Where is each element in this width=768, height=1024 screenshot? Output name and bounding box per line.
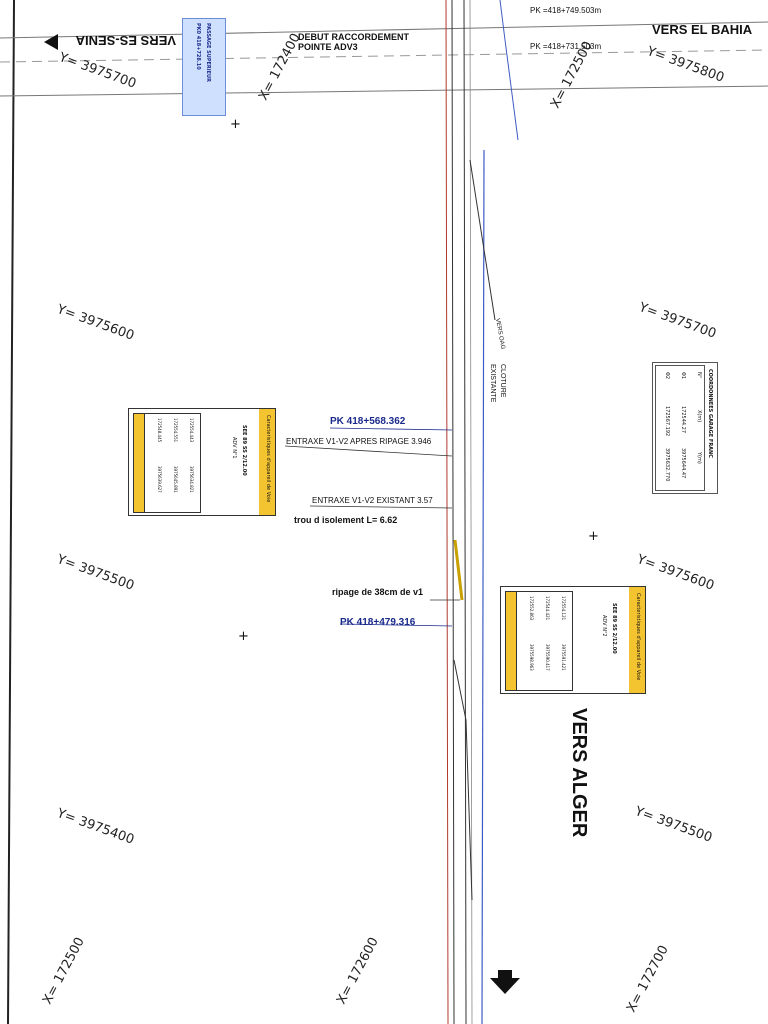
grid-cross: + [238,629,249,644]
road-line-2 [0,49,768,63]
direction-label-el-bahia: VERS EL BAHIA [652,22,753,37]
callout-entraxe-existant [309,505,453,509]
diverging-track [499,0,519,141]
cartouche-cell: 172544.421 [545,596,550,621]
passage-superieur-tag: PASSAGE SUPERIEUR PK0 418+728.10 [182,18,226,116]
callout-pk2 [339,623,453,627]
cartouche-title: Caracteristiques d'appareil de Voie [265,415,271,503]
coord-box-cell: 172544.27 [680,406,686,434]
coord-box-cell: 3975632.770 [664,448,670,482]
south-arrow-stem [498,970,512,980]
entraxe-existant-label: ENTRAXE V1-V2 EXISTANT 3.57 [312,496,433,505]
cartouche-adv: ADV N°1 [231,437,237,459]
coord-garage-box: COORDONNEES GARAGE FRANC N° X(m) Y(m) Φ1… [652,362,718,494]
cartouche-cell: 3975590.417 [545,644,550,671]
south-arrow-icon [490,978,520,994]
cartouche-cell: 172554.443 [189,418,194,443]
pk-top-1: PK =418+749.503m [530,6,602,15]
left-frame-border [7,0,15,1024]
coord-box-header: N° [696,372,702,379]
cartouche-table-header [506,592,517,690]
coord-box-header: Y(m) [696,452,702,464]
cartouche-title: Caracteristiques d'appareil de Voie [635,593,641,681]
pk2-label: PK 418+479.316 [340,617,416,628]
coord-box-cell: 172567.192 [664,406,670,437]
cartouche-cell: 3975634.821 [189,466,194,493]
crossover-track [453,659,473,901]
cartouche-cell: 3975598.963 [529,644,534,671]
road-line-1 [0,21,768,39]
ripage-label: ripage de 38cm de v1 [332,587,424,597]
cartouche-adv: ADV N°2 [601,615,607,637]
cartouche-cell: 172554.121 [561,596,566,621]
track-grey [469,0,473,1024]
cloture-label: CLOTURE [499,364,506,398]
track-red-left [445,0,449,1024]
branch-track [469,159,496,321]
cartouche-cell: 172548.445 [157,418,162,443]
callout-entraxe-apres [284,445,453,457]
existante-label: EXISTANTE [489,364,496,403]
cartouche-ref: SEE 89 SS 2/12.00 [611,603,617,654]
road-line-3 [0,85,768,97]
cartouche-table: 172548.445 3975639.627 172554.551 397564… [133,413,201,513]
grid-cross: + [588,529,599,544]
track-v1-rail [463,0,467,1024]
cartouche-cell: 3975645.891 [173,466,178,493]
track-v2-rail [451,0,455,1024]
coord-box-table: N° X(m) Y(m) Φ1 172544.27 3975644.47 Φ2 … [655,365,705,491]
track-blue-right [481,149,485,1024]
cartouche-title-band [259,409,275,515]
cartouche-cell: 3975639.627 [157,466,162,493]
cartouche-cell: 172552.863 [529,596,534,621]
coord-box-title: COORDONNEES GARAGE FRANC [707,369,713,458]
isolation-section [453,539,464,601]
cartouche-adv2: Caracteristiques d'appareil de Voie SEE … [500,586,646,694]
pointe-adv3-label: POINTE ADV3 [298,42,358,52]
coord-box-cell: Φ1 [680,372,686,380]
cartouche-adv1: Caracteristiques d'appareil de Voie SEE … [128,408,276,516]
debut-raccordement-label: DEBUT RACCORDEMENT [298,32,409,42]
coord-box-cell: Φ2 [664,372,670,380]
blue-tag-line1: PASSAGE SUPERIEUR [205,23,211,82]
cartouche-cell: 172554.551 [173,418,178,443]
west-arrow-icon [44,34,58,50]
callout-pk1 [329,427,453,431]
cartouche-table-header [134,414,145,512]
direction-label-es-senia: VERS ES-SENIA [75,33,176,48]
cartouche-table: 172552.863 3975598.963 172544.421 397559… [505,591,573,691]
blue-tag-line2: PK0 418+728.10 [195,23,201,70]
cartouche-ref: SEE 89 SS 2/12.00 [241,425,247,476]
direction-label-alger: VERS ALGER [568,708,590,838]
coord-box-cell: 3975644.47 [680,448,686,479]
grid-cross: + [230,117,241,132]
trou-isolement-label: trou d isolement L= 6.62 [294,515,398,525]
cartouche-cell: 3975591.421 [561,644,566,671]
entraxe-apres-label: ENTRAXE V1-V2 APRES RIPAGE 3.946 [286,437,432,446]
coord-box-header: X(m) [696,410,702,423]
pk1-label: PK 418+568.362 [330,416,406,427]
pk-top-2: PK =418+731.503m [530,42,602,51]
cartouche-title-band [629,587,645,693]
